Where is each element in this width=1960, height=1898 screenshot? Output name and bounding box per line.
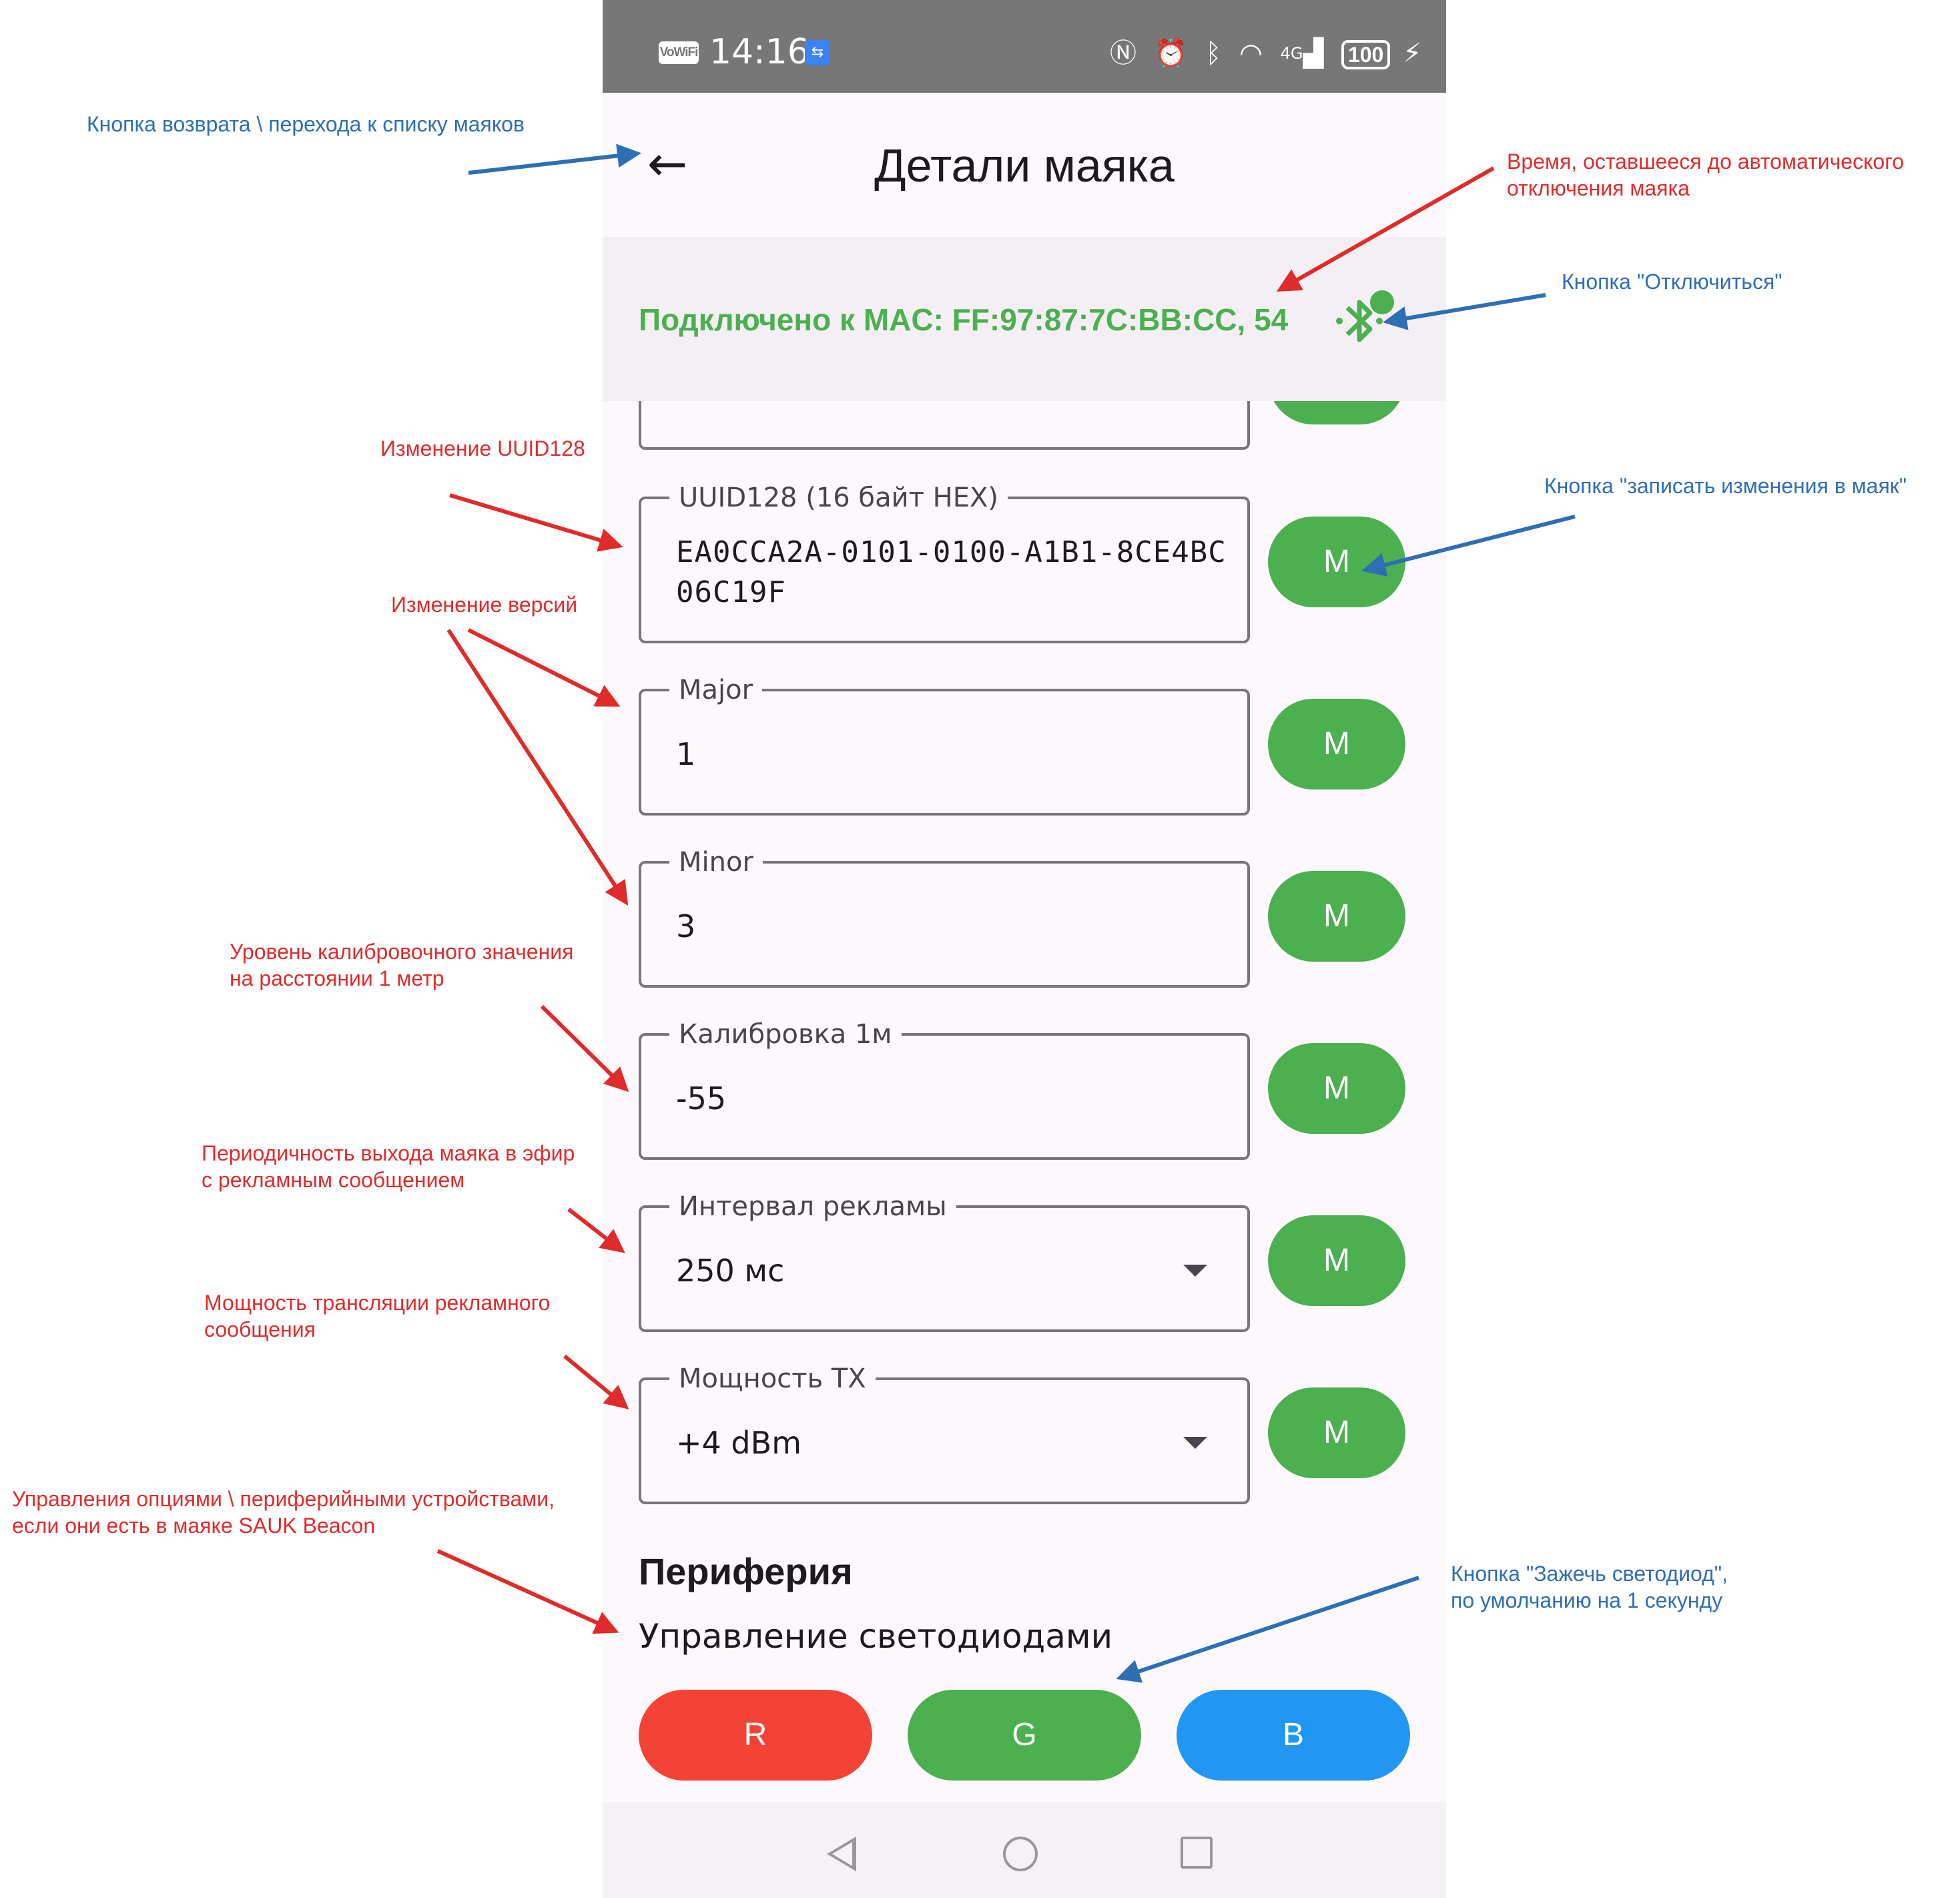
annotation-power-line1: Мощность трансляции рекламного: [204, 1291, 551, 1315]
peripheral-title: Периферия: [639, 1550, 853, 1592]
tx-power-write-button[interactable]: M: [1268, 1387, 1405, 1478]
minor-field[interactable]: Minor 3: [639, 845, 1250, 988]
led-red-button[interactable]: R: [639, 1690, 872, 1781]
annotation-calibration-line1: Уровень калибровочного значения: [230, 940, 574, 964]
minor-value: 3: [676, 908, 696, 944]
interval-write-button[interactable]: M: [1268, 1215, 1405, 1306]
major-value: 1: [676, 736, 696, 772]
dropdown-arrow-icon: [1183, 1265, 1207, 1277]
minor-label: Minor: [669, 845, 763, 880]
minor-write-button[interactable]: M: [1268, 871, 1405, 962]
calibration-field[interactable]: Калибровка 1м -55: [639, 1017, 1250, 1160]
major-field[interactable]: Major 1: [639, 673, 1250, 816]
network-label: 4G: [1280, 44, 1303, 63]
nfc-icon: Ⓝ: [1110, 38, 1136, 69]
interval-value: 250 мс: [676, 1253, 785, 1289]
battery-indicator: 100: [1341, 40, 1391, 69]
led-control-subtitle: Управление светодиодами: [639, 1617, 1113, 1656]
arrow-uuid: [449, 493, 623, 552]
page-title: Детали маяка: [874, 139, 1175, 192]
annotation-timer-line2: отключения маяка: [1507, 176, 1690, 200]
annotation-write: Кнопка "записать изменения в маяк": [1544, 474, 1907, 498]
uuid-label: UUID128 (16 байт HEX): [669, 481, 1008, 515]
uuid-value: EA0CCA2A-0101-0100-A1B1-8CE4BC06C19F: [676, 535, 1227, 609]
bluetooth-disconnect-icon-overlay[interactable]: [1330, 288, 1397, 354]
calibration-write-button[interactable]: M: [1268, 1043, 1405, 1134]
arrow-back-icon[interactable]: ←: [647, 135, 688, 192]
interval-label: Интервал рекламы: [669, 1189, 956, 1224]
annotation-interval-line2: с рекламным сообщением: [202, 1168, 465, 1192]
signal-4g-icon: 4G▟: [1280, 38, 1324, 69]
annotation-peripheral-line2: если они есть в маяке SAUK Beacon: [12, 1514, 376, 1538]
annotation-disconnect: Кнопка "Отключиться": [1562, 270, 1782, 294]
arrow-versions-major: [467, 628, 621, 707]
nav-back-icon[interactable]: [827, 1837, 856, 1871]
nav-home-icon[interactable]: [1003, 1837, 1038, 1871]
vowifi-badge: VoWiFi: [659, 41, 699, 64]
alarm-icon: ⏰: [1154, 38, 1188, 69]
annotation-back: Кнопка возврата \ перехода к списку маяк…: [87, 112, 525, 136]
annotation-calibration-line2: на расстоянии 1 метр: [230, 966, 444, 990]
led-blue-button[interactable]: B: [1177, 1690, 1410, 1781]
annotation-versions: Изменение версий: [391, 593, 578, 617]
interval-dropdown[interactable]: Интервал рекламы 250 мс: [639, 1189, 1250, 1332]
charging-icon: ⚡: [1403, 38, 1422, 69]
wifi-icon: ◠: [1239, 38, 1263, 69]
annotation-led-line1: Кнопка "Зажечь светодиод",: [1451, 1562, 1728, 1586]
tx-power-label: Мощность TX: [669, 1361, 876, 1396]
nav-recents-icon[interactable]: [1181, 1837, 1213, 1869]
calibration-value: -55: [676, 1080, 727, 1117]
status-bar: VoWiFi 14:16 ⇆ Ⓝ ⏰ ᛒ ◠ 4G▟ 100 ⚡: [603, 0, 1446, 93]
calibration-label: Калибровка 1м: [669, 1017, 902, 1052]
tx-power-dropdown[interactable]: Мощность TX +4 dBm: [639, 1361, 1250, 1504]
annotation-interval-line1: Периодичность выхода маяка в эфир: [202, 1141, 575, 1165]
status-time: 14:16: [709, 32, 809, 72]
annotation-uuid: Изменение UUID128: [380, 436, 585, 460]
tx-power-value: +4 dBm: [676, 1425, 801, 1461]
scrolled-field[interactable]: [639, 374, 1250, 450]
app-bar: ← Детали маяка: [603, 93, 1446, 237]
annotation-led-line2: по умолчанию на 1 секунду: [1451, 1588, 1723, 1612]
connection-status-text-overlay: Подключено к MAC: FF:97:87:7C:BB:CC, 54: [639, 302, 1289, 337]
led-green-button[interactable]: G: [908, 1690, 1141, 1781]
annotation-timer-line1: Время, оставшееся до автоматического: [1507, 149, 1904, 174]
major-label: Major: [669, 673, 763, 707]
usb-icon: ⇆: [805, 40, 830, 65]
dropdown-arrow-icon: [1183, 1437, 1207, 1449]
arrow-versions-minor: [446, 629, 629, 906]
bluetooth-icon: ᛒ: [1205, 38, 1222, 69]
uuid-write-button[interactable]: M: [1268, 517, 1405, 607]
arrow-peripheral: [436, 1549, 619, 1634]
annotation-peripheral-line1: Управления опциями \ периферийными устро…: [12, 1487, 555, 1511]
annotation-power-line2: сообщения: [204, 1317, 316, 1341]
system-nav-bar: [603, 1802, 1446, 1898]
uuid-field[interactable]: UUID128 (16 байт HEX) EA0CCA2A-0101-0100…: [639, 481, 1250, 643]
major-write-button[interactable]: M: [1268, 699, 1405, 789]
status-icons: Ⓝ ⏰ ᛒ ◠ 4G▟ 100 ⚡: [1110, 35, 1431, 72]
phone-screen: VoWiFi 14:16 ⇆ Ⓝ ⏰ ᛒ ◠ 4G▟ 100 ⚡ ← Детал…: [603, 0, 1446, 1898]
